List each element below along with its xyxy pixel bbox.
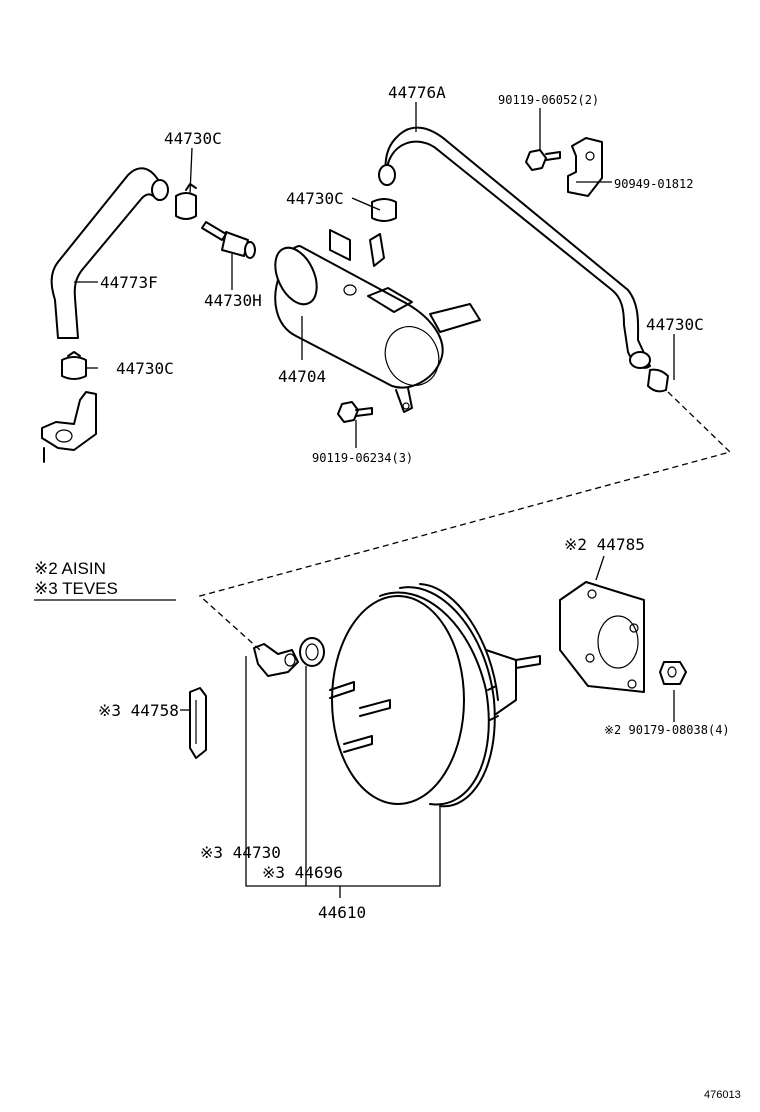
brake-booster-44610 <box>329 583 541 808</box>
label-44730: ※3 44730 <box>200 843 281 862</box>
clamp-44730c-top <box>175 183 197 220</box>
label-44704: 44704 <box>278 367 326 386</box>
grommet-44696 <box>299 637 325 667</box>
bolt-90119-06234 <box>337 401 373 423</box>
label-44785: ※2 44785 <box>564 535 645 554</box>
label-44758: ※3 44758 <box>98 701 179 720</box>
label-90179-08038: ※2 90179-08038(4) <box>604 723 730 737</box>
label-44730c-left: 44730C <box>116 359 174 378</box>
label-44610: 44610 <box>318 903 366 922</box>
hose-fitting-lower-left <box>41 391 97 463</box>
label-44776a: 44776A <box>388 83 446 102</box>
clamp-44730c-left <box>61 351 87 380</box>
vacuum-line-connector <box>198 391 732 651</box>
hose-44776a <box>378 126 651 369</box>
label-90119-06234: 90119-06234(3) <box>312 451 413 465</box>
clamp-44730c-tank <box>371 198 397 222</box>
gasket-44785 <box>559 581 645 693</box>
label-44696: ※3 44696 <box>262 863 343 882</box>
elbow-fitting-44730 <box>253 643 299 677</box>
label-44730h: 44730H <box>204 291 262 310</box>
clamp-44730c-right <box>647 368 669 393</box>
hose-44773f <box>50 167 169 339</box>
vacuum-tank-44704 <box>274 229 481 413</box>
label-44773f: 44773F <box>100 273 158 292</box>
bolt-90119-06052 <box>525 149 561 171</box>
label-90119-06052: 90119-06052(2) <box>498 93 599 107</box>
bracket-44758 <box>189 687 207 759</box>
label-44730c-top: 44730C <box>164 129 222 148</box>
label-44730c-right: 44730C <box>646 315 704 334</box>
figure-reference: 476013 <box>704 1089 741 1101</box>
nut-90179-08038 <box>659 661 687 685</box>
label-90949-01812: 90949-01812 <box>614 177 693 191</box>
check-valve-44730h <box>201 221 256 259</box>
leader-lines <box>74 102 675 898</box>
bracket-90949-01812 <box>567 137 603 197</box>
legend-aisin: ※2 AISIN <box>34 559 106 578</box>
label-44730c-tank: 44730C <box>286 189 344 208</box>
legend-teves: ※3 TEVES <box>34 579 118 598</box>
